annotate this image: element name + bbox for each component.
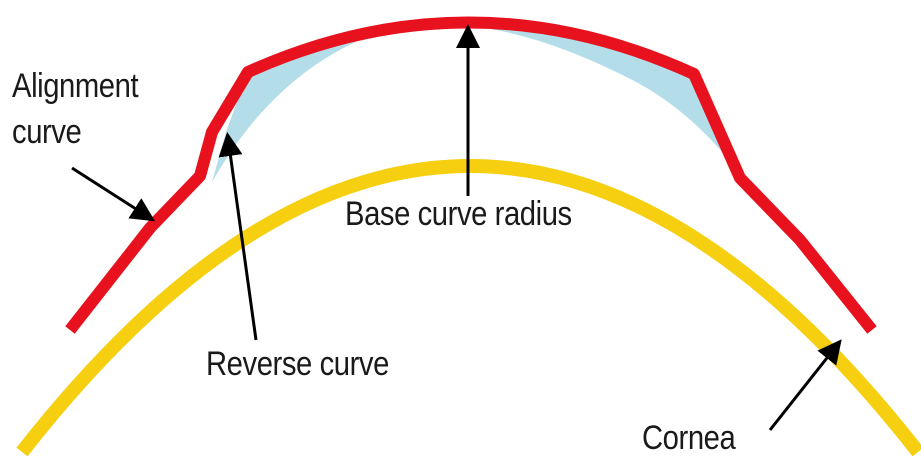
tear-layer-fill [212,22,744,182]
alignment-curve-label-line2: curve [12,113,82,151]
base-curve-radius-label: Base curve radius [345,195,572,233]
cornea-curve [16,159,921,457]
reverse-curve-label: Reverse curve [206,345,389,383]
alignment-curve-label-line1: Alignment [12,67,139,105]
cornea-label: Cornea [642,419,736,457]
alignment-curve-arrow [71,166,156,222]
cornea-arrow [768,339,842,431]
reverse-curve-arrow [218,132,258,341]
lens-profile [65,16,877,334]
